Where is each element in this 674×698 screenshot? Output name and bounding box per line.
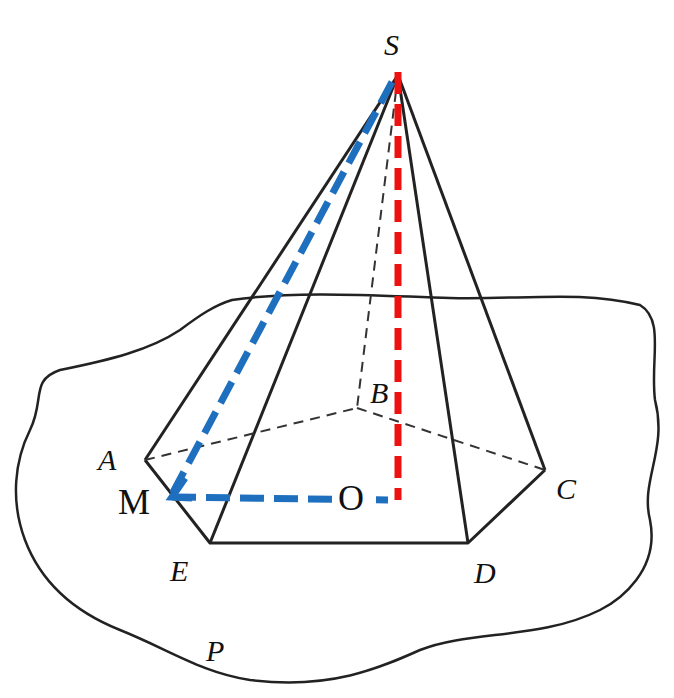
pyramid-edges xyxy=(145,75,545,543)
apothem-lines xyxy=(172,82,392,500)
point-label: E xyxy=(170,556,188,586)
apothem-corner xyxy=(172,478,192,498)
point-label: C xyxy=(556,474,576,504)
height-line xyxy=(395,72,402,500)
point-label: A xyxy=(98,445,116,475)
point-label: M xyxy=(118,484,150,520)
point-label: O xyxy=(336,480,366,516)
point-label: D xyxy=(474,558,496,588)
point-label: B xyxy=(370,378,388,408)
plane-outline xyxy=(16,294,659,682)
hidden-edges xyxy=(145,75,545,470)
point-label: P xyxy=(206,636,224,666)
point-label: S xyxy=(384,30,399,60)
